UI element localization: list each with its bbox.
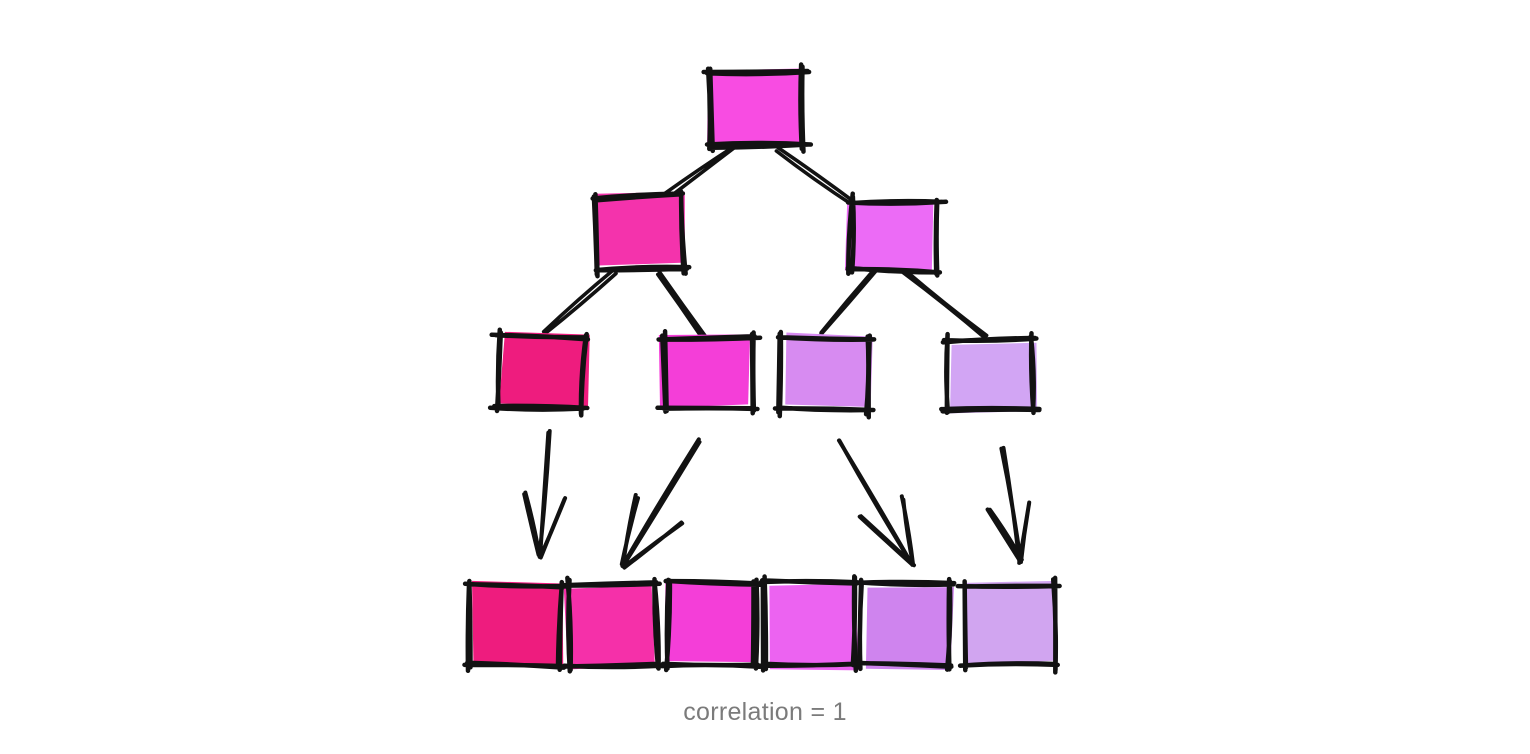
- edge-left-grandchild-2-line: [656, 269, 709, 340]
- caption: correlation = 1: [683, 698, 847, 726]
- down-arrow-2: [619, 437, 702, 570]
- edge-root-child-right: [774, 145, 859, 208]
- edge-root-child-left: [663, 144, 737, 199]
- down-arrow-1: [522, 429, 568, 560]
- tree-node-root-outline: [701, 62, 814, 154]
- tree-node-grandchild-2-outline: [655, 329, 763, 416]
- tree-node-grandchild-3-fill: [785, 332, 873, 408]
- tree-node-grandchild-4: [939, 331, 1042, 416]
- leaf-box-3: [659, 577, 766, 673]
- leaf-box-2-fill: [563, 585, 655, 670]
- leaf-box-1: [462, 578, 572, 674]
- tree-node-child-left-fill: [595, 191, 685, 266]
- leaf-box-4-outline: [757, 574, 862, 673]
- leaf-box-1-fill: [471, 580, 564, 665]
- tree-node-child-right-fill: [844, 201, 934, 275]
- down-arrow-1-stroke: [522, 429, 568, 560]
- edge-right-grandchild-4-line: [901, 268, 989, 341]
- tree-node-grandchild-3-outline: [772, 329, 877, 420]
- leaf-box-6: [955, 575, 1062, 675]
- tree-node-grandchild-1: [487, 327, 591, 418]
- tree-node-child-left-outline: [590, 189, 692, 279]
- leaf-box-5-outline: [854, 576, 957, 672]
- down-arrow-3: [837, 438, 916, 568]
- down-arrow-2-stroke: [619, 437, 702, 570]
- tree-node-child-right-outline: [845, 191, 949, 278]
- edge-right-grandchild-3: [818, 267, 879, 337]
- leaf-box-3-outline: [659, 577, 766, 673]
- tree-node-root: [701, 62, 814, 154]
- leaf-box-6-outline: [955, 575, 1062, 675]
- tree-node-grandchild-1-outline: [487, 327, 591, 418]
- leaf-box-5: [854, 576, 957, 672]
- tree-node-child-right: [844, 191, 949, 278]
- tree-node-child-left: [590, 189, 692, 279]
- edge-root-child-left-line: [663, 144, 737, 199]
- leaf-box-2: [560, 575, 665, 674]
- edge-root-child-right-line: [774, 145, 859, 208]
- leaf-box-5-fill: [865, 587, 955, 670]
- edge-right-grandchild-3-line: [818, 267, 879, 337]
- tree-node-grandchild-2: [655, 329, 763, 416]
- edge-left-grandchild-1-line: [541, 267, 618, 337]
- leaf-box-4: [757, 574, 862, 673]
- down-arrow-4: [985, 445, 1032, 565]
- leaf-box-4-fill: [769, 583, 859, 671]
- leaf-box-2-outline: [560, 575, 665, 674]
- tree-node-grandchild-1-fill: [499, 331, 590, 408]
- leaf-box-1-outline: [462, 578, 572, 674]
- tree-node-grandchild-4-outline: [939, 331, 1042, 416]
- tree-node-grandchild-2-fill: [658, 334, 751, 409]
- edge-left-grandchild-1: [541, 267, 618, 337]
- tree-node-grandchild-3: [772, 329, 877, 420]
- leaf-box-6-fill: [965, 580, 1057, 666]
- leaf-box-3-fill: [664, 581, 755, 663]
- edge-left-grandchild-2: [656, 269, 709, 340]
- down-arrow-3-stroke: [837, 438, 916, 568]
- down-arrow-4-stroke: [985, 445, 1032, 565]
- tree-node-grandchild-4-fill: [949, 342, 1038, 414]
- tree-node-root-fill: [707, 68, 803, 143]
- edge-right-grandchild-4: [901, 268, 989, 341]
